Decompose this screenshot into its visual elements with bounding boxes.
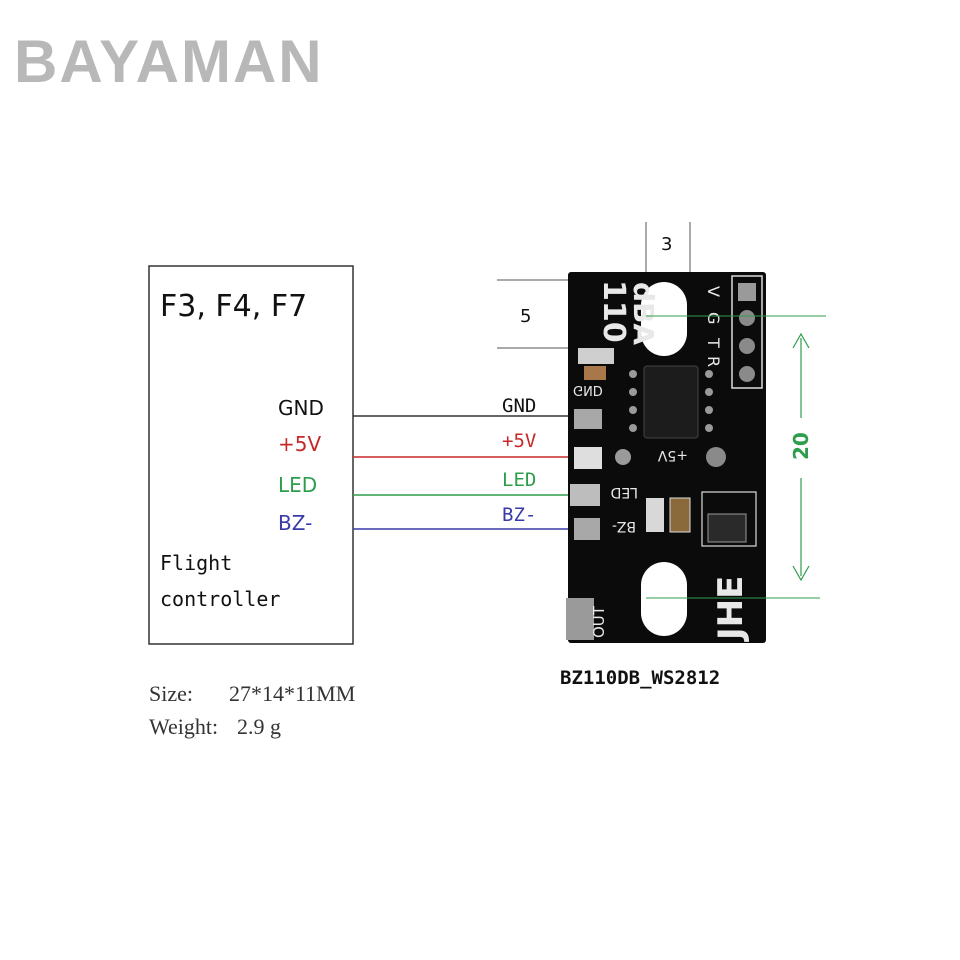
module-label-5v: +5V [502,430,536,452]
pad-5v [574,447,602,469]
flight-controller-title: F3, F4, F7 [160,289,307,324]
flight-controller-block: F3, F4, F7 GND +5V LED BZ- Flight contro… [148,265,354,645]
pad-square [738,283,756,301]
transistor [707,513,747,543]
pad-gnd [574,409,602,429]
silk-brand: JHE [711,576,751,642]
brand-watermark: BAYAMAN [14,28,324,95]
module-label-led: LED [502,469,536,491]
flight-controller-box [148,265,354,645]
silk-out: OUT [590,605,608,638]
silk-gnd: GND [573,382,603,397]
smd-led-body [669,497,691,533]
pad-label-r: R [704,356,723,367]
pad-round-1 [739,310,755,326]
spec-weight-label: Weight: [149,714,218,739]
fc-pin-5v: +5V [278,432,321,456]
dimension-top-value: 3 [661,234,672,255]
fc-caption-line2: controller [160,587,280,611]
module-label-bz: BZ- [502,504,536,526]
silk-bz: BZ- [612,518,636,534]
pad-label-v: V [704,286,723,297]
board-text-dba: dBA [627,282,660,345]
pad-header-outline [731,275,763,389]
smd-component-1 [578,348,614,364]
silk-5v: +5V [657,447,688,463]
part-number: BZ110DB_WS2812 [560,667,720,689]
module-label-gnd: GND [502,395,536,417]
fc-pin-bz: BZ- [278,511,312,535]
smd-led [646,498,664,532]
fc-pin-led: LED [278,473,317,497]
dimension-right-value: 20 [789,432,813,460]
pad-round-2 [739,338,755,354]
via-1 [615,449,631,465]
board-text-110: 110 [596,280,631,343]
mount-slot-top [641,282,687,356]
pad-label-t: T [704,337,723,348]
led-buzzer-module: 110 dBA V G T R GND +5V LED [566,272,766,643]
via-2 [706,447,726,467]
pad-round-3 [739,366,755,382]
pad-led [570,484,600,506]
mount-slot-bottom [641,562,687,636]
pad-label-g: G [704,312,723,324]
transistor-outline [701,491,757,547]
module-board [568,272,766,643]
spec-size-label: Size: [149,681,193,706]
wires [353,415,575,530]
silk-led: LED [611,484,638,500]
spec-size-value: 27*14*11MM [229,681,355,706]
dimension-right: 20 [646,315,826,599]
fc-caption-line1: Flight [160,551,232,575]
dimension-left: 5 [497,279,572,349]
spec-weight-value: 2.9 g [237,714,281,739]
dimension-left-value: 5 [520,306,531,327]
ic-chip [643,365,699,439]
fc-pin-gnd: GND [278,396,324,420]
pad-out [566,598,594,640]
smd-component-2 [584,366,606,380]
pad-bz [574,518,600,540]
